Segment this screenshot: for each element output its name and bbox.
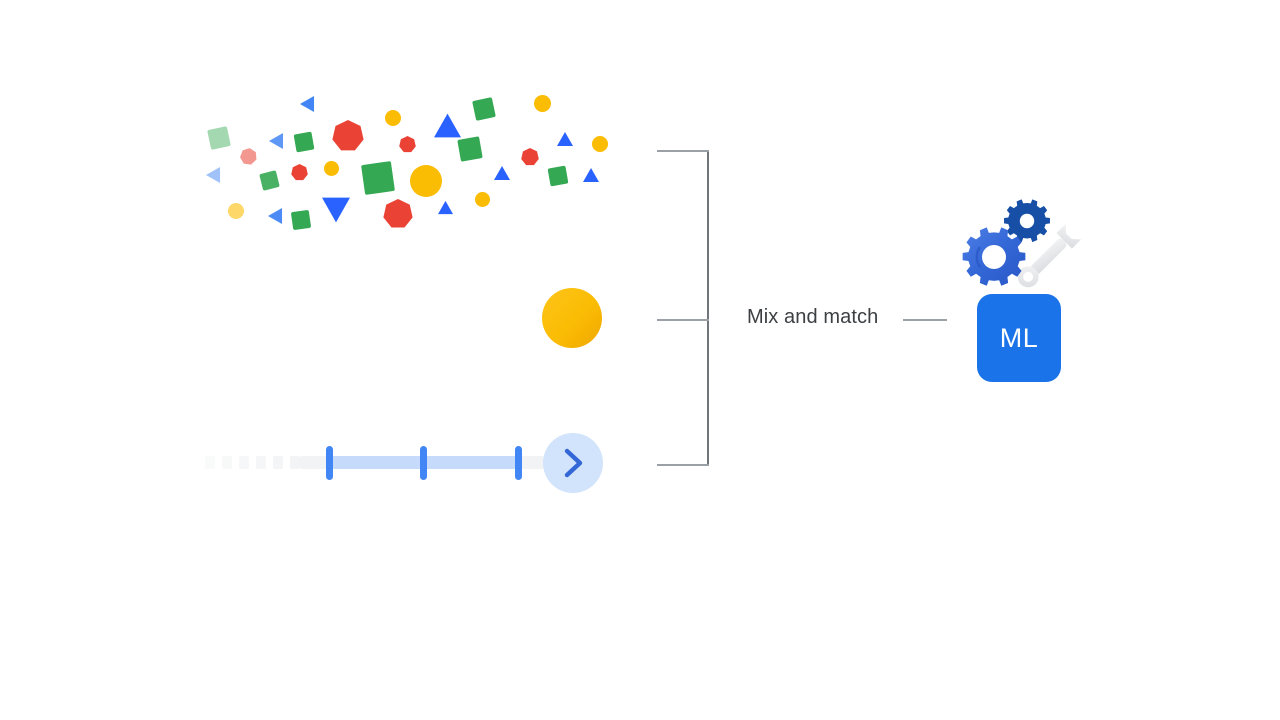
shape-heptagon xyxy=(383,199,413,228)
shape-square xyxy=(472,97,496,121)
shape-circle xyxy=(410,165,442,197)
shape-circle xyxy=(534,95,551,112)
shape-triangle xyxy=(434,113,461,138)
ml-badge-label: ML xyxy=(999,322,1039,353)
slider-tick[interactable] xyxy=(515,446,522,480)
shape-triangle xyxy=(268,133,284,149)
mix-and-match-label: Mix and match xyxy=(747,306,879,328)
slider-tick[interactable] xyxy=(326,446,333,480)
shape-triangle xyxy=(438,200,453,215)
shape-heptagon xyxy=(291,164,308,181)
slider-dash xyxy=(239,456,249,469)
shape-square xyxy=(259,170,280,191)
shape-square xyxy=(547,165,569,187)
chevron-right-icon xyxy=(564,448,583,478)
shape-square xyxy=(457,136,483,162)
bracket-top-stub xyxy=(657,150,709,152)
shape-square xyxy=(361,161,395,195)
shape-circle xyxy=(385,110,401,126)
shape-heptagon xyxy=(399,136,416,153)
ml-badge: ML xyxy=(977,294,1061,382)
slider-next-button[interactable] xyxy=(543,433,603,493)
shape-triangle xyxy=(267,208,283,224)
shape-heptagon xyxy=(332,120,364,151)
slider-dash xyxy=(273,456,283,469)
shape-heptagon xyxy=(240,148,257,165)
shape-triangle xyxy=(583,167,599,183)
shape-triangle xyxy=(299,96,315,112)
shape-triangle xyxy=(494,165,510,181)
slider-dash xyxy=(256,456,266,469)
shape-triangle xyxy=(557,131,573,147)
shape-circle xyxy=(228,203,244,219)
shape-square xyxy=(293,131,315,153)
bracket-bottom-stub xyxy=(657,464,709,466)
slider-dash xyxy=(222,456,232,469)
shape-circle xyxy=(592,136,608,152)
shape-triangle xyxy=(322,197,350,223)
gear-icon-large xyxy=(962,227,1026,286)
big-yellow-circle xyxy=(542,288,602,348)
slider-tick[interactable] xyxy=(420,446,427,480)
shape-triangle xyxy=(205,167,221,183)
slider-dash xyxy=(290,456,300,469)
shape-circle xyxy=(475,192,490,207)
bracket-middle-stub xyxy=(657,319,709,321)
shape-square xyxy=(207,126,231,150)
gear-icon-small xyxy=(1004,199,1050,243)
shape-square xyxy=(291,210,311,230)
connector-right-stub xyxy=(903,319,947,321)
bracket-vertical-line xyxy=(707,150,709,464)
shape-heptagon xyxy=(521,148,539,166)
shape-circle xyxy=(324,161,339,176)
slider-dash xyxy=(205,456,215,469)
